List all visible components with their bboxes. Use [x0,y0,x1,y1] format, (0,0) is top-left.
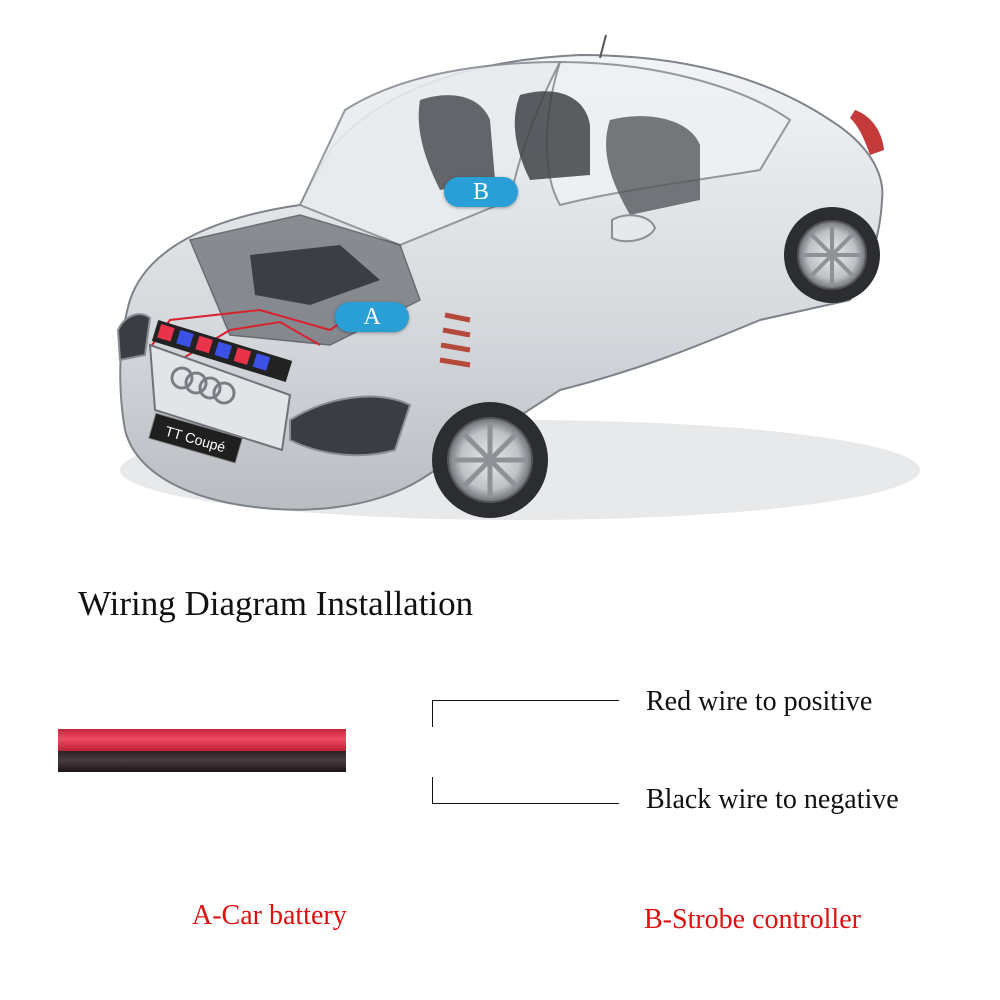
legend-b-strobe-controller: B-Strobe controller [644,904,861,935]
red-wire-label: Red wire to positive [646,686,873,717]
grille [148,343,292,452]
red-wire [58,729,346,751]
seat-left [418,95,495,190]
black-wire [58,751,346,772]
legend-a-car-battery: A-Car battery [192,900,347,931]
diagram-title: Wiring Diagram Installation [78,584,474,623]
marker-a-car-battery: A [335,302,409,332]
black-wire-label: Black wire to negative [646,784,899,815]
car-illustration: TT Coupé B A [116,34,920,520]
taillight [850,110,884,155]
seat-right [514,91,590,180]
marker-b-strobe-controller: B [444,177,518,207]
strobe-light-bar [151,320,293,382]
rear-seat [606,116,700,215]
antenna [599,34,607,59]
headlight-left [116,313,152,362]
red-wire-leader-line [432,700,619,727]
cutaway-car-drawing: TT Coupé [116,34,920,520]
side-mirror [611,214,657,243]
brand-rings [170,366,236,405]
headlight-right [289,395,412,457]
engine-cover [250,245,380,305]
suspension-spring [439,312,471,368]
black-wire-leader-line [432,777,619,804]
